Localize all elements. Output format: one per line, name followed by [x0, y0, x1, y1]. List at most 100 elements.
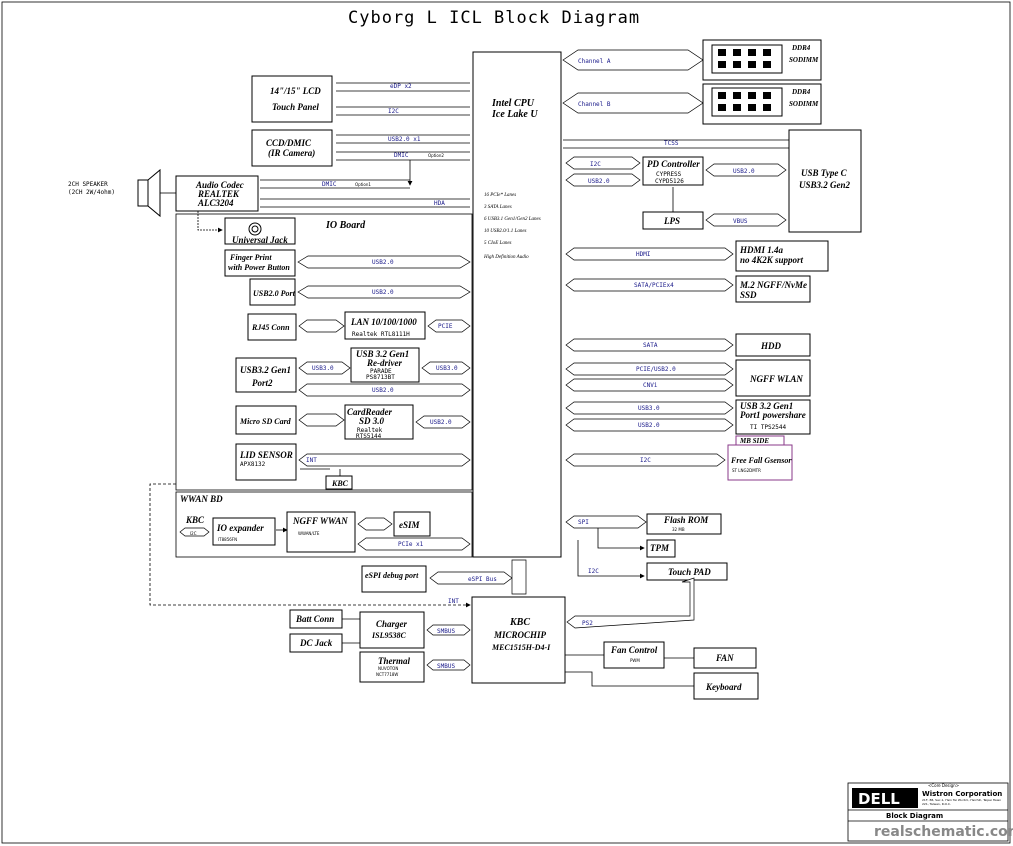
svg-text:DC Jack: DC Jack — [299, 638, 333, 648]
io-board-frame — [175, 213, 473, 491]
wwan-title: WWAN BD — [180, 494, 223, 504]
svg-text:SODIMM: SODIMM — [789, 100, 819, 108]
cpu-feature: 16 PCIe* Lanes — [484, 193, 516, 198]
lid-sensor-block — [235, 443, 297, 481]
svg-text:eSPI debug port: eSPI debug port — [365, 571, 419, 580]
svg-text:USB 3.2 Gen1: USB 3.2 Gen1 — [740, 401, 793, 411]
svg-text:Micro SD Card: Micro SD Card — [239, 417, 292, 426]
svg-text:HDMI: HDMI — [636, 251, 651, 258]
svg-text:SD 3.0: SD 3.0 — [359, 416, 385, 426]
svg-text:NUVOTON: NUVOTON — [378, 666, 398, 671]
diagram-title: Cyborg L ICL Block Diagram — [348, 8, 640, 28]
thermal-block — [359, 651, 425, 683]
camera-block — [251, 129, 333, 167]
svg-text:Universal Jack: Universal Jack — [232, 235, 288, 245]
svg-text:DELL: DELL — [858, 790, 900, 808]
svg-text:INT: INT — [306, 457, 317, 464]
lps-block — [642, 211, 704, 230]
svg-text:USB3.0: USB3.0 — [638, 405, 660, 412]
svg-text:USB 3.2 Gen1: USB 3.2 Gen1 — [356, 349, 409, 359]
svg-text:Keyboard: Keyboard — [705, 682, 742, 692]
svg-text:32 MB: 32 MB — [672, 527, 685, 532]
micro-sd-block — [235, 405, 297, 435]
svg-text:IO expander: IO expander — [216, 523, 264, 533]
svg-text:I2C: I2C — [588, 568, 599, 575]
svg-text:Touch Panel: Touch Panel — [272, 102, 319, 112]
keyboard-block — [693, 672, 759, 700]
svg-text:LID SENSOR: LID SENSOR — [239, 450, 293, 460]
svg-text:Thermal: Thermal — [378, 656, 411, 666]
svg-text:Re-driver: Re-driver — [366, 358, 402, 368]
svg-text:PS8713BT: PS8713BT — [366, 374, 395, 381]
svg-text:I2C: I2C — [590, 161, 601, 168]
svg-text:I2C: I2C — [190, 531, 197, 536]
svg-text:PD Controller: PD Controller — [647, 159, 700, 169]
svg-text:ISL9538C: ISL9538C — [371, 631, 406, 640]
channel-a-label: Channel A — [578, 58, 611, 65]
svg-text:Audio Codec: Audio Codec — [195, 180, 244, 190]
gsensor-block — [727, 444, 793, 481]
hdd-block — [735, 333, 811, 357]
svg-text:USB2.0: USB2.0 — [733, 168, 755, 175]
channel-b-bus — [562, 92, 704, 114]
svg-text:14"/15" LCD: 14"/15" LCD — [270, 86, 321, 96]
tpm-block — [646, 539, 676, 558]
svg-text:Port2: Port2 — [252, 378, 273, 388]
channel-a-bus — [562, 49, 704, 71]
esim-block — [393, 511, 431, 537]
cpu-feature: 5 CIoE Lanes — [484, 241, 512, 246]
svg-text:Option2: Option2 — [428, 153, 444, 158]
svg-text:Wistron Corporation: Wistron Corporation — [922, 790, 1002, 798]
svg-text:PCIe x1: PCIe x1 — [398, 541, 424, 548]
svg-text:TPM: TPM — [650, 543, 670, 553]
svg-text:Finger Print: Finger Print — [229, 253, 272, 262]
svg-text:(2CH 2W/4ohm): (2CH 2W/4ohm) — [68, 189, 115, 196]
usb2-port-block — [249, 278, 296, 306]
svg-text:M.2 NGFF/NvMe: M.2 NGFF/NvMe — [739, 280, 807, 290]
hdmi-block — [735, 240, 829, 272]
svg-text:PCIE: PCIE — [438, 323, 453, 330]
svg-text:with Power Button: with Power Button — [228, 263, 290, 272]
svg-text:SMBUS: SMBUS — [437, 663, 455, 670]
svg-text:NGFF WLAN: NGFF WLAN — [749, 374, 803, 384]
svg-text:SMBUS: SMBUS — [437, 628, 455, 635]
cpu-model: Ice Lake U — [491, 109, 538, 120]
svg-text:SATA/PCIEx4: SATA/PCIEx4 — [634, 282, 674, 289]
title-block — [847, 782, 1009, 842]
svg-text:I2C: I2C — [388, 108, 399, 115]
svg-text:I2C: I2C — [640, 457, 651, 464]
svg-text:USB2.0 Port: USB2.0 Port — [253, 289, 296, 298]
svg-text:Touch PAD: Touch PAD — [668, 567, 711, 577]
svg-text:eSIM: eSIM — [399, 520, 421, 530]
svg-text:SSD: SSD — [740, 290, 757, 300]
svg-text:ALC3204: ALC3204 — [197, 198, 234, 208]
channel-b-label: Channel B — [578, 101, 611, 108]
cpu-feature: 3 SATA Lanes — [484, 205, 512, 210]
svg-text:RJ45 Conn: RJ45 Conn — [251, 323, 290, 332]
redriver-block — [350, 347, 420, 383]
svg-text:SODIMM: SODIMM — [789, 56, 819, 64]
watermark: realschematic.com — [874, 824, 1013, 840]
svg-text:Realtek RTL8111H: Realtek RTL8111H — [352, 331, 410, 338]
cpu-name: Intel CPU — [491, 98, 535, 109]
audio-codec-block — [175, 175, 259, 212]
svg-text:CYPD5126: CYPD5126 — [655, 178, 684, 185]
fan-control-block — [603, 641, 665, 669]
svg-text:Port1 powershare: Port1 powershare — [740, 410, 806, 420]
usb-type-c-block — [788, 129, 862, 233]
svg-text:CardReader: CardReader — [347, 407, 392, 417]
flash-rom-block — [646, 513, 722, 535]
svg-text:HDD: HDD — [760, 341, 782, 351]
svg-text:FAN: FAN — [715, 653, 734, 663]
svg-text:HDA: HDA — [434, 200, 445, 207]
io-board-title: IO Board — [325, 220, 366, 231]
svg-text:Fan Control: Fan Control — [610, 645, 658, 655]
svg-text:DDR4: DDR4 — [791, 88, 811, 96]
svg-text:no 4K2K support: no 4K2K support — [740, 255, 804, 265]
wwan-board-frame — [175, 491, 473, 558]
io-kbc-block — [325, 475, 353, 490]
svg-text:KBC: KBC — [185, 515, 205, 525]
cpu-feature: High Definition Audio — [483, 255, 529, 260]
svg-text:REALTEK: REALTEK — [197, 189, 240, 199]
